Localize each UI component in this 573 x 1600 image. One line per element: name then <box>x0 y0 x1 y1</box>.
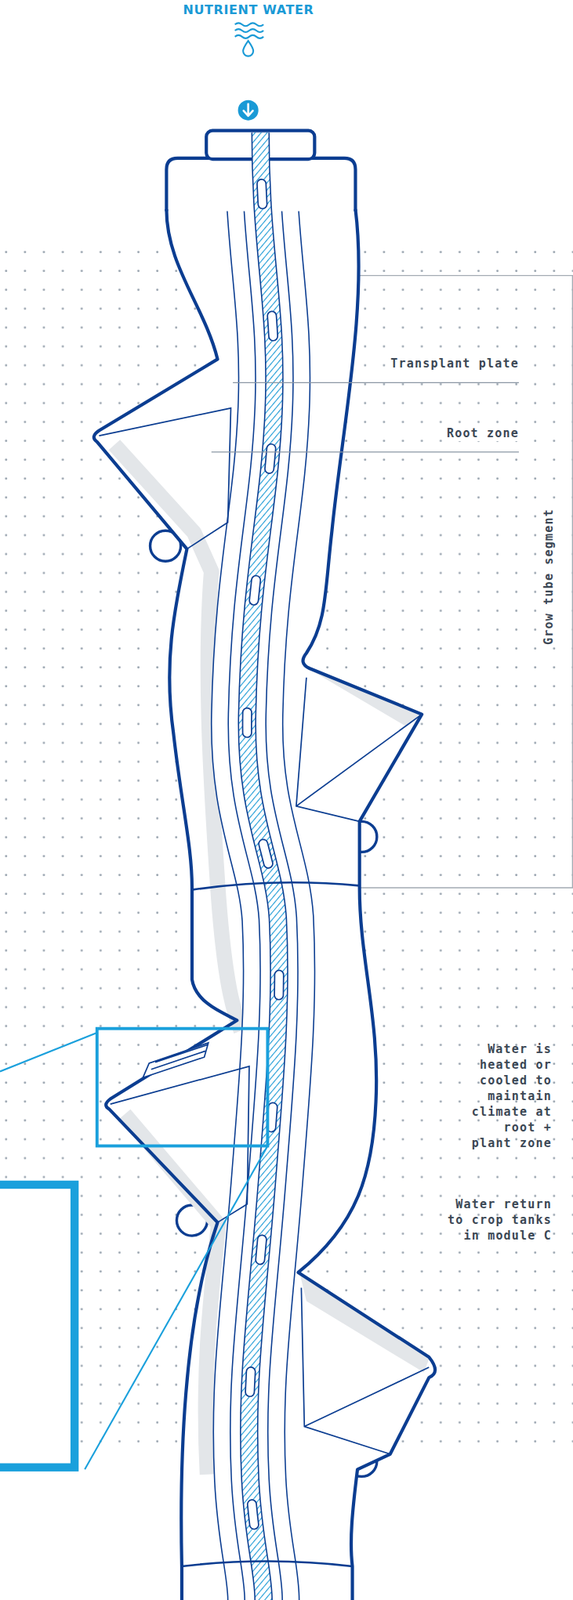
plant-pocket <box>98 408 231 550</box>
water-drop <box>242 40 254 57</box>
segment-bracket <box>347 275 573 889</box>
segment-joint <box>181 1562 353 1568</box>
note-text: Water return to crop tanks in module C <box>440 1196 552 1244</box>
flow-arrow <box>243 104 254 117</box>
water-wave <box>235 35 264 39</box>
leader-line <box>211 451 519 453</box>
pocket-shading <box>300 1276 429 1374</box>
tube-shading <box>124 1114 219 1476</box>
water-wave <box>235 22 264 26</box>
tube-outline <box>94 209 238 1600</box>
root-zone-channel <box>246 209 280 1600</box>
plant-pocket <box>296 678 422 823</box>
callout-detail-frame <box>0 1185 75 1469</box>
callout-frame <box>97 1029 269 1147</box>
flow-arrow-badge <box>238 100 259 121</box>
flow-capsule <box>246 132 280 1600</box>
water-wave <box>235 29 264 33</box>
part-label: Transplant plate <box>388 355 522 372</box>
callout-line <box>84 1146 268 1470</box>
transplant-plate-slots <box>142 1043 208 1078</box>
plant-pocket <box>301 1287 429 1455</box>
feed-line <box>246 132 280 1600</box>
feed-pipe-wall <box>246 209 280 1600</box>
inlet-heading: NUTRIENT WATER <box>182 2 314 18</box>
callout-line <box>0 1033 98 1072</box>
leader-line <box>232 382 519 384</box>
flow-capsule <box>246 132 280 1600</box>
pocket-shading <box>309 669 421 727</box>
feed-line <box>246 132 280 1600</box>
feed-pipe-wall <box>246 209 280 1600</box>
segment-joint <box>192 882 360 890</box>
note-text: Water is heated or cooled to maintain cl… <box>468 1041 552 1152</box>
tube-outline <box>297 209 436 1600</box>
root-zone-channel <box>246 209 280 1600</box>
bracket-label: Grow tube segment <box>540 506 557 648</box>
part-label: Root zone <box>444 425 522 442</box>
